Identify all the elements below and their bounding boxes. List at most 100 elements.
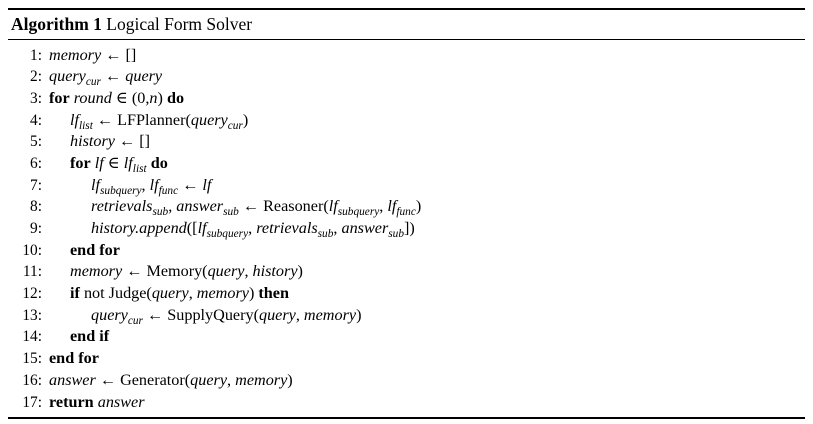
code-token: answer	[341, 219, 389, 237]
algorithm-line: 13:querycur ← SupplyQuery(query, memory)	[8, 305, 805, 327]
line-code: if not Judge(query, memory) then	[49, 283, 805, 305]
code-token: lf	[123, 153, 133, 172]
code-token: query	[49, 67, 86, 86]
code-token: memory	[70, 262, 123, 281]
line-number: 1:	[30, 46, 42, 64]
code-token: )	[415, 197, 422, 216]
code-token: not Judge(	[79, 284, 152, 303]
line-code: lfsubquery, lffunc ← lf	[49, 175, 805, 197]
code-token: end for	[70, 240, 120, 259]
code-token: ,	[227, 370, 236, 389]
algorithm-header-rule	[8, 38, 805, 40]
code-token: SupplyQuery(	[167, 305, 259, 324]
code-token: memory	[196, 284, 249, 303]
algorithm-line: 1:memory ← []	[8, 45, 805, 67]
code-token: memory	[303, 305, 357, 324]
code-token: ←	[92, 110, 118, 129]
code-token: retrievals	[256, 219, 318, 237]
code-token: func	[158, 184, 179, 197]
algorithm-title: Algorithm 1 Logical Form Solver	[8, 10, 805, 39]
line-code: history.append([lfsubquery, retrievalssu…	[49, 218, 805, 240]
algorithm-line: 17: return answer	[8, 392, 805, 414]
code-token: ←	[100, 67, 126, 86]
code-token: sub	[317, 228, 334, 241]
code-token: []	[139, 132, 151, 151]
line-number: 2:	[30, 68, 42, 86]
code-token: ←	[101, 45, 126, 64]
line-number: 17:	[22, 393, 42, 411]
algorithm-line: 10: end for	[8, 240, 805, 262]
code-token: )	[297, 262, 303, 281]
algorithm-bottom-rule	[8, 417, 805, 420]
line-code: end for	[49, 240, 805, 262]
algorithm-line: 16:answer ← Generator(query, memory)	[8, 370, 805, 392]
line-number: 6:	[30, 154, 42, 172]
code-token: Reasoner(	[263, 197, 329, 216]
code-token: lf	[94, 153, 104, 172]
code-token: subquery	[337, 206, 380, 219]
code-token: ←	[95, 370, 121, 389]
code-token: ←	[122, 262, 147, 281]
code-token: )	[356, 305, 362, 324]
algorithm-line: 4:lflist ← LFPlanner(querycur)	[8, 110, 805, 132]
code-token: end if	[70, 327, 110, 346]
line-number: 14:	[22, 328, 42, 346]
line-number: 12:	[22, 285, 42, 303]
line-code: querycur ← query	[49, 66, 805, 88]
code-token: lf	[197, 219, 207, 237]
code-token: lf	[328, 197, 338, 216]
code-token: ←	[178, 175, 203, 194]
code-token: query	[151, 284, 189, 303]
line-code: end for	[49, 348, 805, 370]
line-number: 15:	[22, 350, 42, 368]
algorithm-number-label: Algorithm 1	[11, 14, 102, 34]
code-token: lf	[70, 110, 79, 129]
code-token: for	[49, 88, 70, 107]
code-token: if	[70, 284, 80, 303]
code-token: query	[91, 305, 128, 324]
code-token: )	[287, 370, 293, 389]
algorithm-line: 14: end if	[8, 326, 805, 348]
code-token: retrievals	[91, 197, 153, 216]
code-token: []	[125, 45, 137, 64]
code-token: lf	[202, 175, 212, 194]
line-code: retrievalssub, answersub ← Reasoner(lfsu…	[49, 196, 805, 218]
code-token: round	[73, 88, 112, 107]
line-number: 4:	[30, 111, 42, 129]
line-number: 5:	[30, 133, 42, 151]
code-token: ,	[379, 197, 388, 216]
code-token: ,	[244, 262, 253, 281]
algorithm-block: Algorithm 1 Logical Form Solver 1:memory…	[8, 8, 805, 420]
line-number: 7:	[30, 176, 42, 194]
algorithm-line: 5: history ← []	[8, 131, 805, 153]
code-token: answer	[97, 392, 145, 411]
code-token: cur	[127, 314, 143, 327]
code-token: answer	[49, 370, 96, 389]
code-token: )	[157, 88, 167, 107]
algorithm-line: 7:lfsubquery, lffunc ← lf	[8, 175, 805, 197]
line-code: return answer	[49, 392, 805, 414]
code-token: ∈	[103, 153, 124, 172]
code-token: then	[258, 284, 289, 303]
line-number: 3:	[30, 89, 42, 107]
code-token: query	[190, 370, 228, 389]
line-number: 10:	[22, 241, 42, 259]
line-number: 9:	[30, 220, 42, 237]
code-token: lf	[387, 197, 397, 216]
code-token: )	[242, 110, 249, 129]
line-code: for lf ∈ lflist do	[49, 153, 805, 175]
code-token: ])	[404, 219, 415, 237]
code-token: )	[248, 284, 259, 303]
line-number: 8:	[30, 198, 42, 216]
code-token: ,	[168, 197, 177, 216]
code-token: ,	[295, 305, 304, 324]
algorithm-line: 3:for round ∈ (0,n) do	[8, 88, 805, 110]
code-token: sub	[152, 206, 169, 219]
code-token: subquery	[206, 228, 249, 241]
code-token: n	[149, 88, 158, 107]
code-token: sub	[223, 206, 239, 219]
code-token: memory	[235, 370, 288, 389]
code-token: for	[70, 153, 91, 172]
code-token: return	[49, 392, 94, 411]
line-code: history ← []	[49, 131, 805, 153]
